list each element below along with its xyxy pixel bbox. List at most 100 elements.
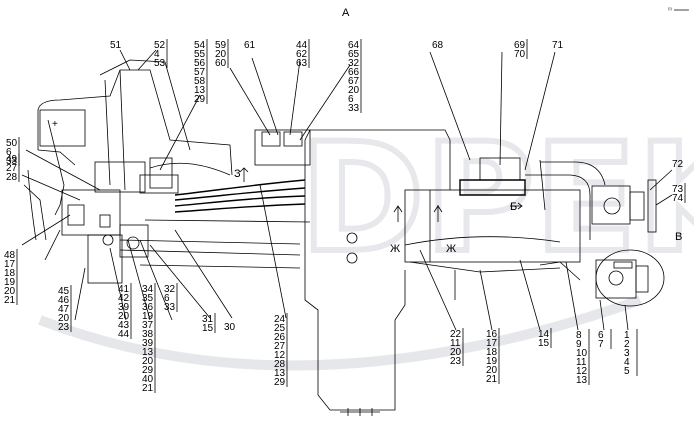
callout-number: 20 — [486, 365, 498, 376]
callout-number: 73 — [672, 184, 684, 195]
callout-group: 71 — [552, 40, 564, 51]
callout-number: 5 — [624, 366, 630, 377]
callout-number: 7 — [598, 339, 604, 350]
callout-number: 33 — [6, 156, 18, 167]
callout-number: 58 — [194, 76, 206, 87]
callout-number: 20 — [118, 311, 130, 322]
callout-number: 6 — [164, 293, 170, 304]
callout-number: 62 — [296, 49, 308, 60]
corner-mark: ᵐ ═══ — [668, 7, 689, 14]
callout-number: 11 — [450, 338, 461, 349]
callout-number: 15 — [202, 323, 214, 334]
callout-number: 17 — [4, 259, 16, 270]
callout-number: 23 — [58, 322, 70, 333]
callout-number: 8 — [576, 330, 582, 341]
callout-number: 13 — [274, 368, 286, 379]
callout-number: 20 — [450, 347, 462, 358]
callout-number: 26 — [274, 332, 286, 343]
callout-number: 43 — [118, 320, 130, 331]
callout-number: 22 — [450, 329, 462, 340]
callout-group: 72 — [672, 159, 684, 170]
callout-number: 6 — [348, 94, 354, 105]
callout-number: 39 — [142, 338, 154, 349]
callout-number: 45 — [58, 286, 70, 297]
callout-number: 29 — [274, 377, 286, 388]
callout-number: 33 — [348, 103, 360, 114]
callout-number: 6 — [598, 330, 604, 341]
callout-number: 13 — [576, 375, 588, 386]
valve-block — [44, 157, 179, 284]
callout-number: 59 — [215, 40, 227, 51]
callout-number: 34 — [142, 284, 154, 295]
callout-number: 20 — [58, 313, 70, 324]
section-z-label: З — [234, 168, 241, 180]
callout-number: 46 — [58, 295, 70, 306]
callout-number: 49 — [6, 154, 18, 165]
callout-number: 64 — [348, 40, 360, 51]
callout-number: 14 — [538, 329, 550, 340]
callout-number: 71 — [552, 40, 564, 51]
leader-lines — [21, 49, 673, 331]
callout-number: 12 — [576, 366, 588, 377]
callout-number: 61 — [244, 40, 256, 51]
callout-number: 54 — [194, 40, 206, 51]
callout-number: 28 — [274, 359, 286, 370]
callout-number: 27 — [274, 341, 286, 352]
callout-number: 38 — [142, 329, 154, 340]
callout-group: 61 — [244, 40, 256, 51]
callout-number: 18 — [486, 347, 498, 358]
callout-number: 74 — [672, 193, 684, 204]
callout-number: 1 — [624, 330, 630, 341]
tank — [304, 129, 451, 416]
callout-number: 39 — [118, 302, 130, 313]
callout-number: 10 — [576, 348, 588, 359]
watermark: DPEK — [38, 109, 694, 371]
callout-number: 13 — [142, 347, 154, 358]
callout-number: 9 — [576, 339, 582, 350]
callout-number: 19 — [4, 277, 16, 288]
callout-number: 42 — [118, 293, 130, 304]
callout-number: 31 — [202, 314, 214, 325]
callout-number: 53 — [154, 58, 166, 69]
callout-number: 57 — [194, 67, 206, 78]
callout-number: 37 — [142, 320, 154, 331]
callout-number: 55 — [194, 49, 206, 60]
callout-number: 60 — [215, 58, 227, 69]
callout-number: 23 — [450, 356, 462, 367]
callout-group: 68 — [432, 40, 444, 51]
callout-number: 24 — [274, 314, 286, 325]
callout-number: 72 — [672, 159, 684, 170]
callout-number: 67 — [348, 76, 360, 87]
callout-number: 27 — [6, 163, 18, 174]
callout-number: 50 — [6, 138, 18, 149]
view-b-label: Б — [510, 201, 517, 213]
view-v-label: В — [675, 231, 682, 243]
callout-number: 18 — [4, 268, 16, 279]
callout-number: 65 — [348, 49, 360, 60]
callout-number: 20 — [348, 85, 360, 96]
callout-number: 13 — [194, 85, 206, 96]
callout-number: 19 — [142, 311, 154, 322]
svg-text:+: + — [52, 119, 58, 130]
callout-number: 2 — [624, 339, 630, 350]
view-a-label: А — [342, 7, 350, 19]
callout-number: 29 — [142, 365, 154, 376]
callout-number: 6 — [6, 147, 12, 158]
callout-number: 21 — [142, 383, 154, 394]
callout-number: 44 — [296, 40, 308, 51]
callout-number: 32 — [348, 58, 360, 69]
callout-number: 68 — [432, 40, 444, 51]
callout-number: 25 — [274, 323, 286, 334]
